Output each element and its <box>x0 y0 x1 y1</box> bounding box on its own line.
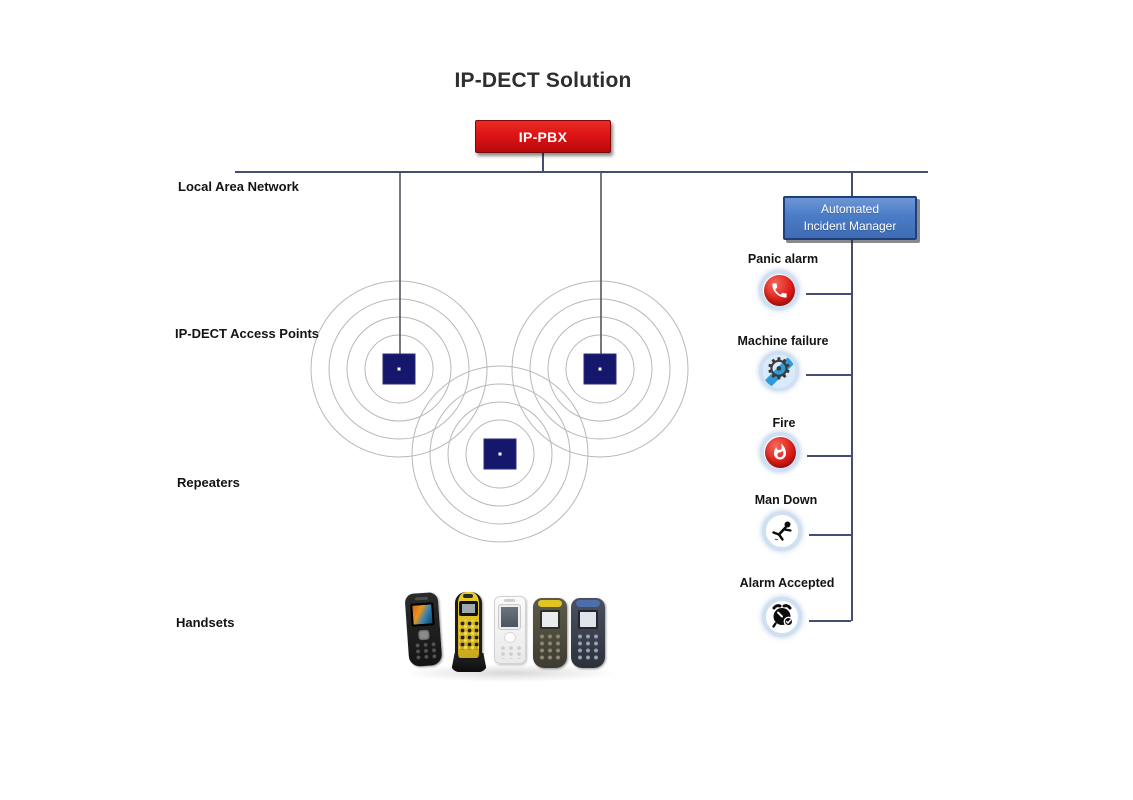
handset-screen <box>578 610 598 629</box>
access-point-right-led <box>598 367 602 371</box>
repeater-led <box>498 452 502 456</box>
handset-keypad <box>412 641 438 661</box>
handset-keypad <box>576 633 600 661</box>
access-points-label: IP-DECT Access Points <box>175 326 320 341</box>
handsets-label: Handsets <box>176 615 235 630</box>
broken-gear-icon: ⚙ <box>763 354 795 388</box>
handset-screen <box>498 604 521 630</box>
incident-manager-node: Automated Incident Manager <box>783 196 917 240</box>
alarm-accepted-badge <box>762 597 802 637</box>
man-down-badge <box>762 511 802 551</box>
access-point-left-coverage-circles <box>310 280 488 458</box>
page-title: IP-DECT Solution <box>454 69 632 92</box>
handset-keypad <box>538 633 562 661</box>
gear-icon: ⚙ <box>765 354 793 387</box>
access-point-right-coverage-circles <box>511 280 689 458</box>
falling-person-icon <box>772 521 792 541</box>
incident-manager-label-line2: Incident Manager <box>803 219 897 233</box>
white-handset <box>494 596 526 664</box>
handset-screen <box>459 601 478 616</box>
access-point-left-led <box>397 367 401 371</box>
fire-badge <box>760 432 800 472</box>
alarm-clock-check-icon <box>772 604 794 628</box>
olive-rugged-handset <box>533 598 567 668</box>
handset-screen <box>540 610 560 629</box>
fire-label: Fire <box>772 416 796 430</box>
incident-manager-label-line1: Automated <box>820 201 880 216</box>
repeater-coverage-circles <box>411 365 589 543</box>
flame-icon <box>764 436 796 468</box>
ip-pbx-label: IP-PBX <box>518 128 568 145</box>
man-down-label: Man Down <box>754 493 818 507</box>
ip-pbx-node: IP-PBX <box>475 120 611 153</box>
panic-alarm-badge <box>759 270 799 310</box>
handset-top-cap <box>538 600 562 607</box>
repeaters-label: Repeaters <box>177 475 240 490</box>
lan-label: Local Area Network <box>178 179 299 194</box>
alarm-accepted-label: Alarm Accepted <box>739 576 835 590</box>
handset-keypad <box>499 645 521 659</box>
phone-handset-icon <box>763 274 795 306</box>
panic-alarm-label: Panic alarm <box>747 252 819 266</box>
handset-screen <box>410 602 435 627</box>
black-handset <box>404 591 443 668</box>
yellow-rugged-handset <box>449 592 489 672</box>
machine-failure-label: Machine failure <box>737 334 829 348</box>
handset-top-cap <box>576 600 600 607</box>
navy-rugged-handset <box>571 598 605 668</box>
machine-failure-badge: ⚙ <box>759 351 799 391</box>
handset-keypad <box>459 620 479 650</box>
